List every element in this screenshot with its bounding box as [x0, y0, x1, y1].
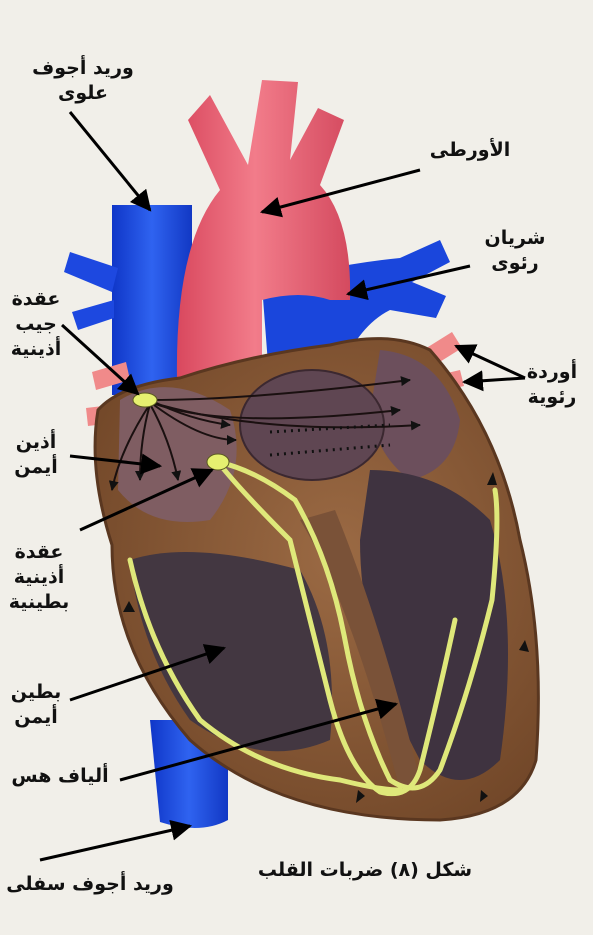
arrow-svc	[70, 112, 150, 210]
svc-branch-left	[64, 252, 118, 292]
label-inferior-vena-cava: وريد أجوف سفلى	[0, 872, 180, 897]
figure-caption: شكل (٨) ضربات القلب	[240, 858, 490, 883]
sa-node	[133, 393, 157, 407]
av-node	[207, 454, 229, 470]
svc-branch-left-2	[72, 300, 114, 330]
label-aorta: الأورطى	[410, 138, 530, 163]
label-his-fibers: ألياف هس	[0, 764, 120, 789]
arrow-ivc	[40, 826, 190, 860]
